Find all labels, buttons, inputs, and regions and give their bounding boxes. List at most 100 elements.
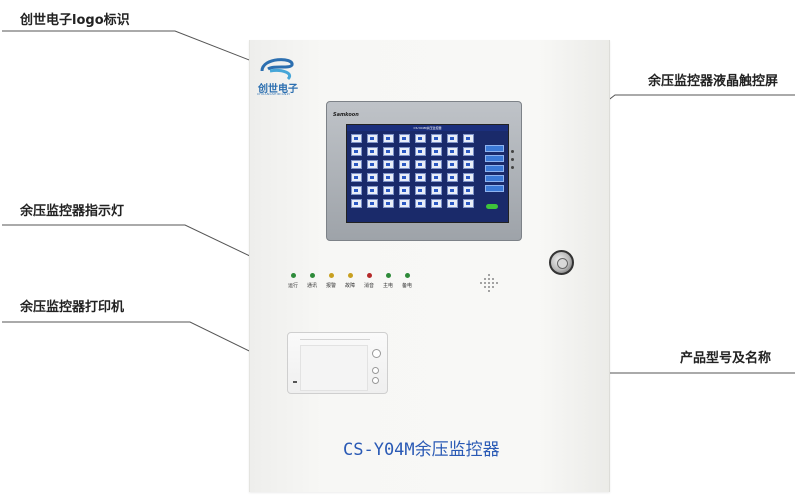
sensor-status-icon [370, 150, 374, 153]
screen-sensor-cell[interactable] [415, 147, 426, 156]
screen-sensor-cell[interactable] [463, 186, 474, 195]
screen-sensor-cell[interactable] [399, 134, 410, 143]
screen-sensor-cell[interactable] [447, 186, 458, 195]
speaker-hole [484, 282, 486, 284]
sensor-status-icon [354, 176, 358, 179]
screen-sensor-cell[interactable] [351, 134, 362, 143]
screen-sensor-cell[interactable] [415, 173, 426, 182]
callout-screen: 余压监控器液晶触控屏 [648, 74, 779, 89]
screen-sensor-cell[interactable] [399, 186, 410, 195]
screen-sensor-cell[interactable] [431, 173, 442, 182]
screen-sensor-cell[interactable] [351, 173, 362, 182]
thermal-printer[interactable] [287, 332, 388, 394]
speaker-hole [480, 282, 482, 284]
screen-sensor-cell[interactable] [415, 160, 426, 169]
sensor-status-icon [434, 189, 438, 192]
screen-sensor-cell[interactable] [431, 186, 442, 195]
screen-sensor-cell[interactable] [463, 160, 474, 169]
speaker-hole [488, 290, 490, 292]
screen-sensor-cell[interactable] [383, 134, 394, 143]
indicator-led-icon [328, 273, 334, 278]
indicator-led-icon [404, 273, 410, 278]
screen-sensor-cell[interactable] [431, 160, 442, 169]
screen-sensor-cell[interactable] [463, 199, 474, 208]
sensor-status-icon [370, 176, 374, 179]
indicator-led-item: 备电 [399, 273, 415, 289]
sensor-status-icon [434, 202, 438, 205]
screen-sensor-cell[interactable] [367, 199, 378, 208]
sensor-status-icon [450, 137, 454, 140]
screen-sensor-cell[interactable] [367, 173, 378, 182]
speaker-hole [492, 282, 494, 284]
screen-sensor-cell[interactable] [351, 199, 362, 208]
speaker-hole [492, 286, 494, 288]
screen-side-button[interactable] [485, 175, 504, 182]
sensor-status-icon [466, 137, 470, 140]
screen-sensor-cell[interactable] [383, 186, 394, 195]
indicator-led-label: 消音 [363, 283, 374, 289]
screen-sensor-cell[interactable] [415, 199, 426, 208]
screen-sensor-cell[interactable] [399, 147, 410, 156]
printer-status-light [372, 367, 379, 374]
screen-sensor-cell[interactable] [383, 160, 394, 169]
sensor-status-icon [386, 150, 390, 153]
printer-paper-slot [300, 339, 370, 343]
screen-side-button[interactable] [485, 155, 504, 162]
screen-title: CS-Y04M余压监控器 [413, 126, 442, 130]
lcd-touch-panel[interactable]: Samkoon CS-Y04M余压监控器 [326, 101, 522, 241]
printer-indicator-mark [293, 381, 297, 383]
screen-sensor-cell[interactable] [415, 134, 426, 143]
screen-sensor-cell[interactable] [367, 134, 378, 143]
logo-chinese-text: 创世电子 [258, 84, 298, 95]
speaker-hole [492, 278, 494, 280]
screen-sensor-cell[interactable] [447, 160, 458, 169]
hmi-status-dot [511, 166, 514, 169]
screen-sensor-cell[interactable] [351, 147, 362, 156]
sensor-status-icon [418, 189, 422, 192]
company-logo-icon [260, 58, 294, 81]
key-lock[interactable] [549, 250, 574, 275]
callout-logo: 创世电子logo标识 [20, 13, 130, 28]
product-model-name: CS-Y04M余压监控器 [343, 440, 500, 460]
screen-sensor-cell[interactable] [447, 173, 458, 182]
lcd-screen[interactable]: CS-Y04M余压监控器 [346, 124, 509, 223]
screen-sensor-cell[interactable] [447, 199, 458, 208]
screen-sensor-cell[interactable] [399, 199, 410, 208]
screen-sensor-cell[interactable] [367, 147, 378, 156]
screen-sensor-cell[interactable] [399, 173, 410, 182]
screen-sensor-cell[interactable] [431, 147, 442, 156]
indicator-led-icon [309, 273, 315, 278]
screen-sensor-cell[interactable] [431, 199, 442, 208]
screen-sensor-cell[interactable] [383, 199, 394, 208]
printer-door[interactable] [300, 345, 368, 391]
sensor-status-icon [354, 163, 358, 166]
screen-sensor-cell[interactable] [383, 173, 394, 182]
screen-sensor-cell[interactable] [463, 173, 474, 182]
leader-indicator [2, 224, 276, 269]
screen-sensor-cell[interactable] [367, 160, 378, 169]
sensor-status-icon [434, 176, 438, 179]
screen-sensor-cell[interactable] [351, 186, 362, 195]
screen-sensor-cell[interactable] [431, 134, 442, 143]
sensor-status-icon [434, 137, 438, 140]
screen-sensor-cell[interactable] [383, 147, 394, 156]
screen-sensor-cell[interactable] [415, 186, 426, 195]
leader-printer [2, 321, 279, 366]
indicator-led-icon [385, 273, 391, 278]
screen-side-button[interactable] [485, 185, 504, 192]
lock-core [557, 258, 568, 269]
screen-sensor-cell[interactable] [351, 160, 362, 169]
screen-sensor-cell[interactable] [447, 147, 458, 156]
sensor-status-icon [450, 189, 454, 192]
screen-side-button[interactable] [485, 165, 504, 172]
screen-side-button[interactable] [485, 145, 504, 152]
screen-sensor-cell[interactable] [367, 186, 378, 195]
screen-sensor-cell[interactable] [463, 147, 474, 156]
screen-sensor-cell[interactable] [463, 134, 474, 143]
screen-sensor-cell[interactable] [399, 160, 410, 169]
screen-sensor-cell[interactable] [447, 134, 458, 143]
sensor-status-icon [450, 150, 454, 153]
printer-feed-button[interactable] [372, 349, 381, 358]
screen-confirm-button[interactable] [486, 204, 498, 209]
buzzer-speaker-icon [480, 274, 498, 292]
